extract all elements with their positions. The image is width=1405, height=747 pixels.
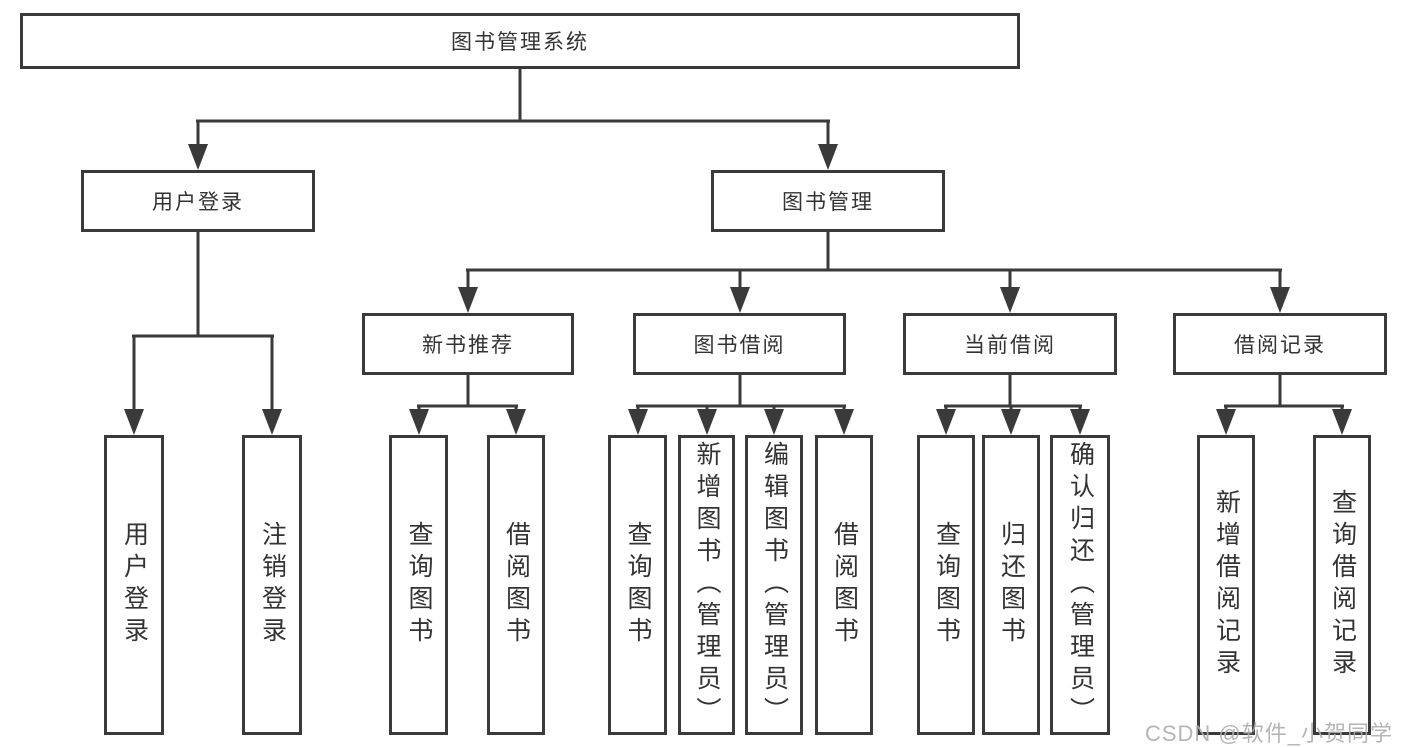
node-add-book-admin: 新增图书（管理员）: [678, 435, 735, 735]
arrowhead: [409, 409, 429, 435]
arrowhead: [818, 144, 838, 170]
node-query-books-recommend: 查询图书: [389, 435, 448, 735]
arrowhead: [936, 409, 956, 435]
node-book-borrowing: 图书借阅: [633, 313, 846, 375]
node-label: 图书借阅: [693, 334, 786, 357]
arrowhead: [1270, 287, 1290, 313]
node-borrow-books-recommend: 借阅图书: [487, 435, 545, 735]
node-label: 查询图书: [624, 521, 652, 649]
node-label: 确认归还（管理员）: [1066, 441, 1095, 729]
arrowhead: [262, 409, 282, 435]
node-label: 新增图书（管理员）: [693, 441, 721, 729]
arrowhead: [188, 144, 208, 170]
node-label: 借阅图书: [830, 521, 859, 649]
connector-newbook-to-children: [409, 375, 526, 435]
arrowhead: [1216, 409, 1236, 435]
arrowhead: [1001, 409, 1021, 435]
node-edit-book-admin: 编辑图书（管理员）: [745, 435, 803, 735]
node-label: 图书管理系统: [451, 31, 589, 54]
arrowhead: [458, 287, 478, 313]
node-label: 注销登录: [258, 521, 287, 649]
node-logout: 注销登录: [242, 435, 302, 735]
node-label: 借阅图书: [502, 521, 531, 649]
node-current-borrowing: 当前借阅: [903, 313, 1117, 375]
node-confirm-return-admin: 确认归还（管理员）: [1050, 435, 1110, 735]
arrowhead: [730, 287, 750, 313]
arrowhead: [697, 409, 717, 435]
node-query-books-borrow: 查询图书: [608, 435, 667, 735]
node-label: 查询图书: [405, 521, 433, 649]
node-query-borrow-record: 查询借阅记录: [1313, 435, 1371, 735]
node-add-borrow-record: 新增借阅记录: [1197, 435, 1255, 735]
node-return-books: 归还图书: [982, 435, 1040, 735]
arrowhead: [764, 409, 784, 435]
node-library-management-system: 图书管理系统: [20, 13, 1020, 69]
node-label: 用户登录: [152, 191, 244, 214]
arrowhead: [1000, 287, 1020, 313]
arrowhead: [1070, 409, 1090, 435]
connector-bookmgmt-to-level3: [458, 232, 1290, 313]
connector-userlogin-to-children: [124, 232, 282, 435]
node-label: 新增借阅记录: [1212, 489, 1241, 681]
csdn-watermark: CSDN @软件_小贺同学: [1144, 721, 1393, 746]
node-label: 编辑图书（管理员）: [760, 441, 789, 729]
node-label: 查询借阅记录: [1328, 489, 1357, 681]
connector-currentborrow-to-children: [936, 375, 1090, 435]
arrowhead: [1332, 409, 1352, 435]
node-query-books-current: 查询图书: [917, 435, 975, 735]
node-label: 图书管理: [782, 191, 874, 214]
node-label: 用户登录: [120, 521, 149, 649]
node-new-book-recommendation: 新书推荐: [362, 313, 574, 375]
connector-bookborrow-to-children: [628, 375, 854, 435]
node-label: 归还图书: [997, 521, 1026, 649]
arrowhead: [124, 409, 144, 435]
arrowhead: [506, 409, 526, 435]
connector-records-to-children: [1216, 375, 1352, 435]
connector-root-to-level2: [188, 69, 838, 170]
node-label: 当前借阅: [964, 334, 1056, 357]
node-label: 查询图书: [932, 521, 961, 649]
node-borrow-books-action: 借阅图书: [815, 435, 873, 735]
node-user-login-action: 用户登录: [104, 435, 164, 735]
node-label: 新书推荐: [422, 334, 514, 357]
node-label: 借阅记录: [1234, 334, 1326, 357]
node-user-login: 用户登录: [81, 170, 315, 232]
arrowhead: [834, 409, 854, 435]
node-book-management: 图书管理: [711, 170, 945, 232]
node-borrowing-records: 借阅记录: [1173, 313, 1387, 375]
arrowhead: [628, 409, 648, 435]
